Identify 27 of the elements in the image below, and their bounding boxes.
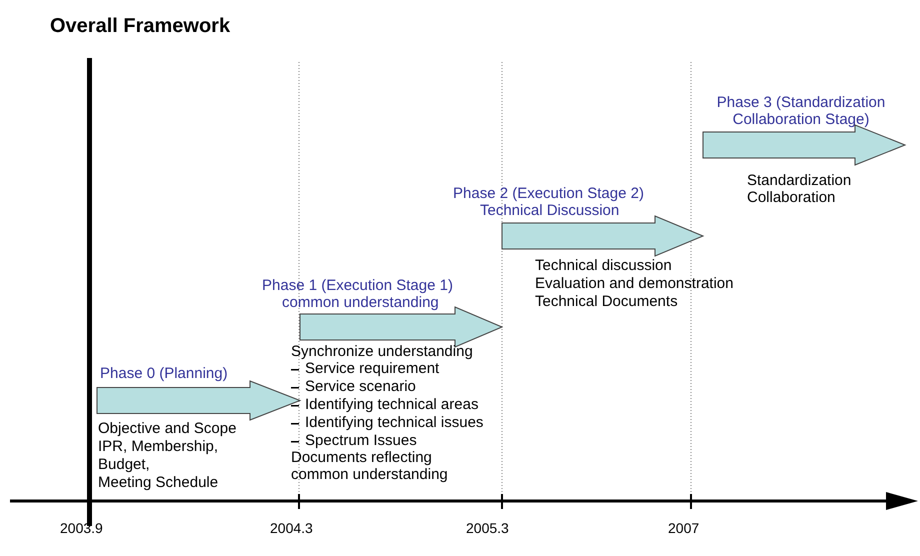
list-item: Service scenario (305, 378, 416, 395)
phase-title: Phase 3 (Standardization Collaboration Stage) (716, 94, 886, 128)
list-item: Identifying technical issues (305, 414, 484, 431)
phase-description: Standardization (747, 172, 852, 189)
phase-description: Technical Documents (535, 293, 678, 310)
year-label: 2004.3 (270, 520, 313, 537)
phase-description: Evaluation and demonstration (535, 275, 734, 292)
year-label: 2003.9 (60, 520, 103, 537)
year-label: 2005.3 (466, 520, 509, 537)
phase-title: Phase 2 (Execution Stage 2) (453, 185, 644, 202)
diagram-title: Overall Framework (50, 14, 230, 38)
phase-description: Objective and Scope (98, 420, 236, 437)
year-label: 2007 (668, 520, 700, 537)
phase-title: Technical Discussion (480, 202, 620, 219)
phase-description: Synchronize understanding (291, 343, 473, 360)
phase-description: Documents reflecting common understanding (291, 449, 449, 483)
phase-title: common understanding (282, 294, 439, 311)
phase-description: IPR, Membership, (98, 438, 218, 455)
phase-description: Budget, (98, 456, 150, 473)
phase-title: Phase 0 (Planning) (100, 365, 228, 382)
phase-title: Phase 1 (Execution Stage 1) (262, 277, 453, 294)
list-item: Identifying technical areas (305, 396, 478, 413)
phase-description: Meeting Schedule (98, 474, 218, 491)
list-item: Spectrum Issues (305, 432, 417, 449)
phase-description: Collaboration (747, 189, 836, 206)
list-item: Service requirement (305, 360, 440, 377)
phase-description: Technical discussion (535, 257, 672, 274)
